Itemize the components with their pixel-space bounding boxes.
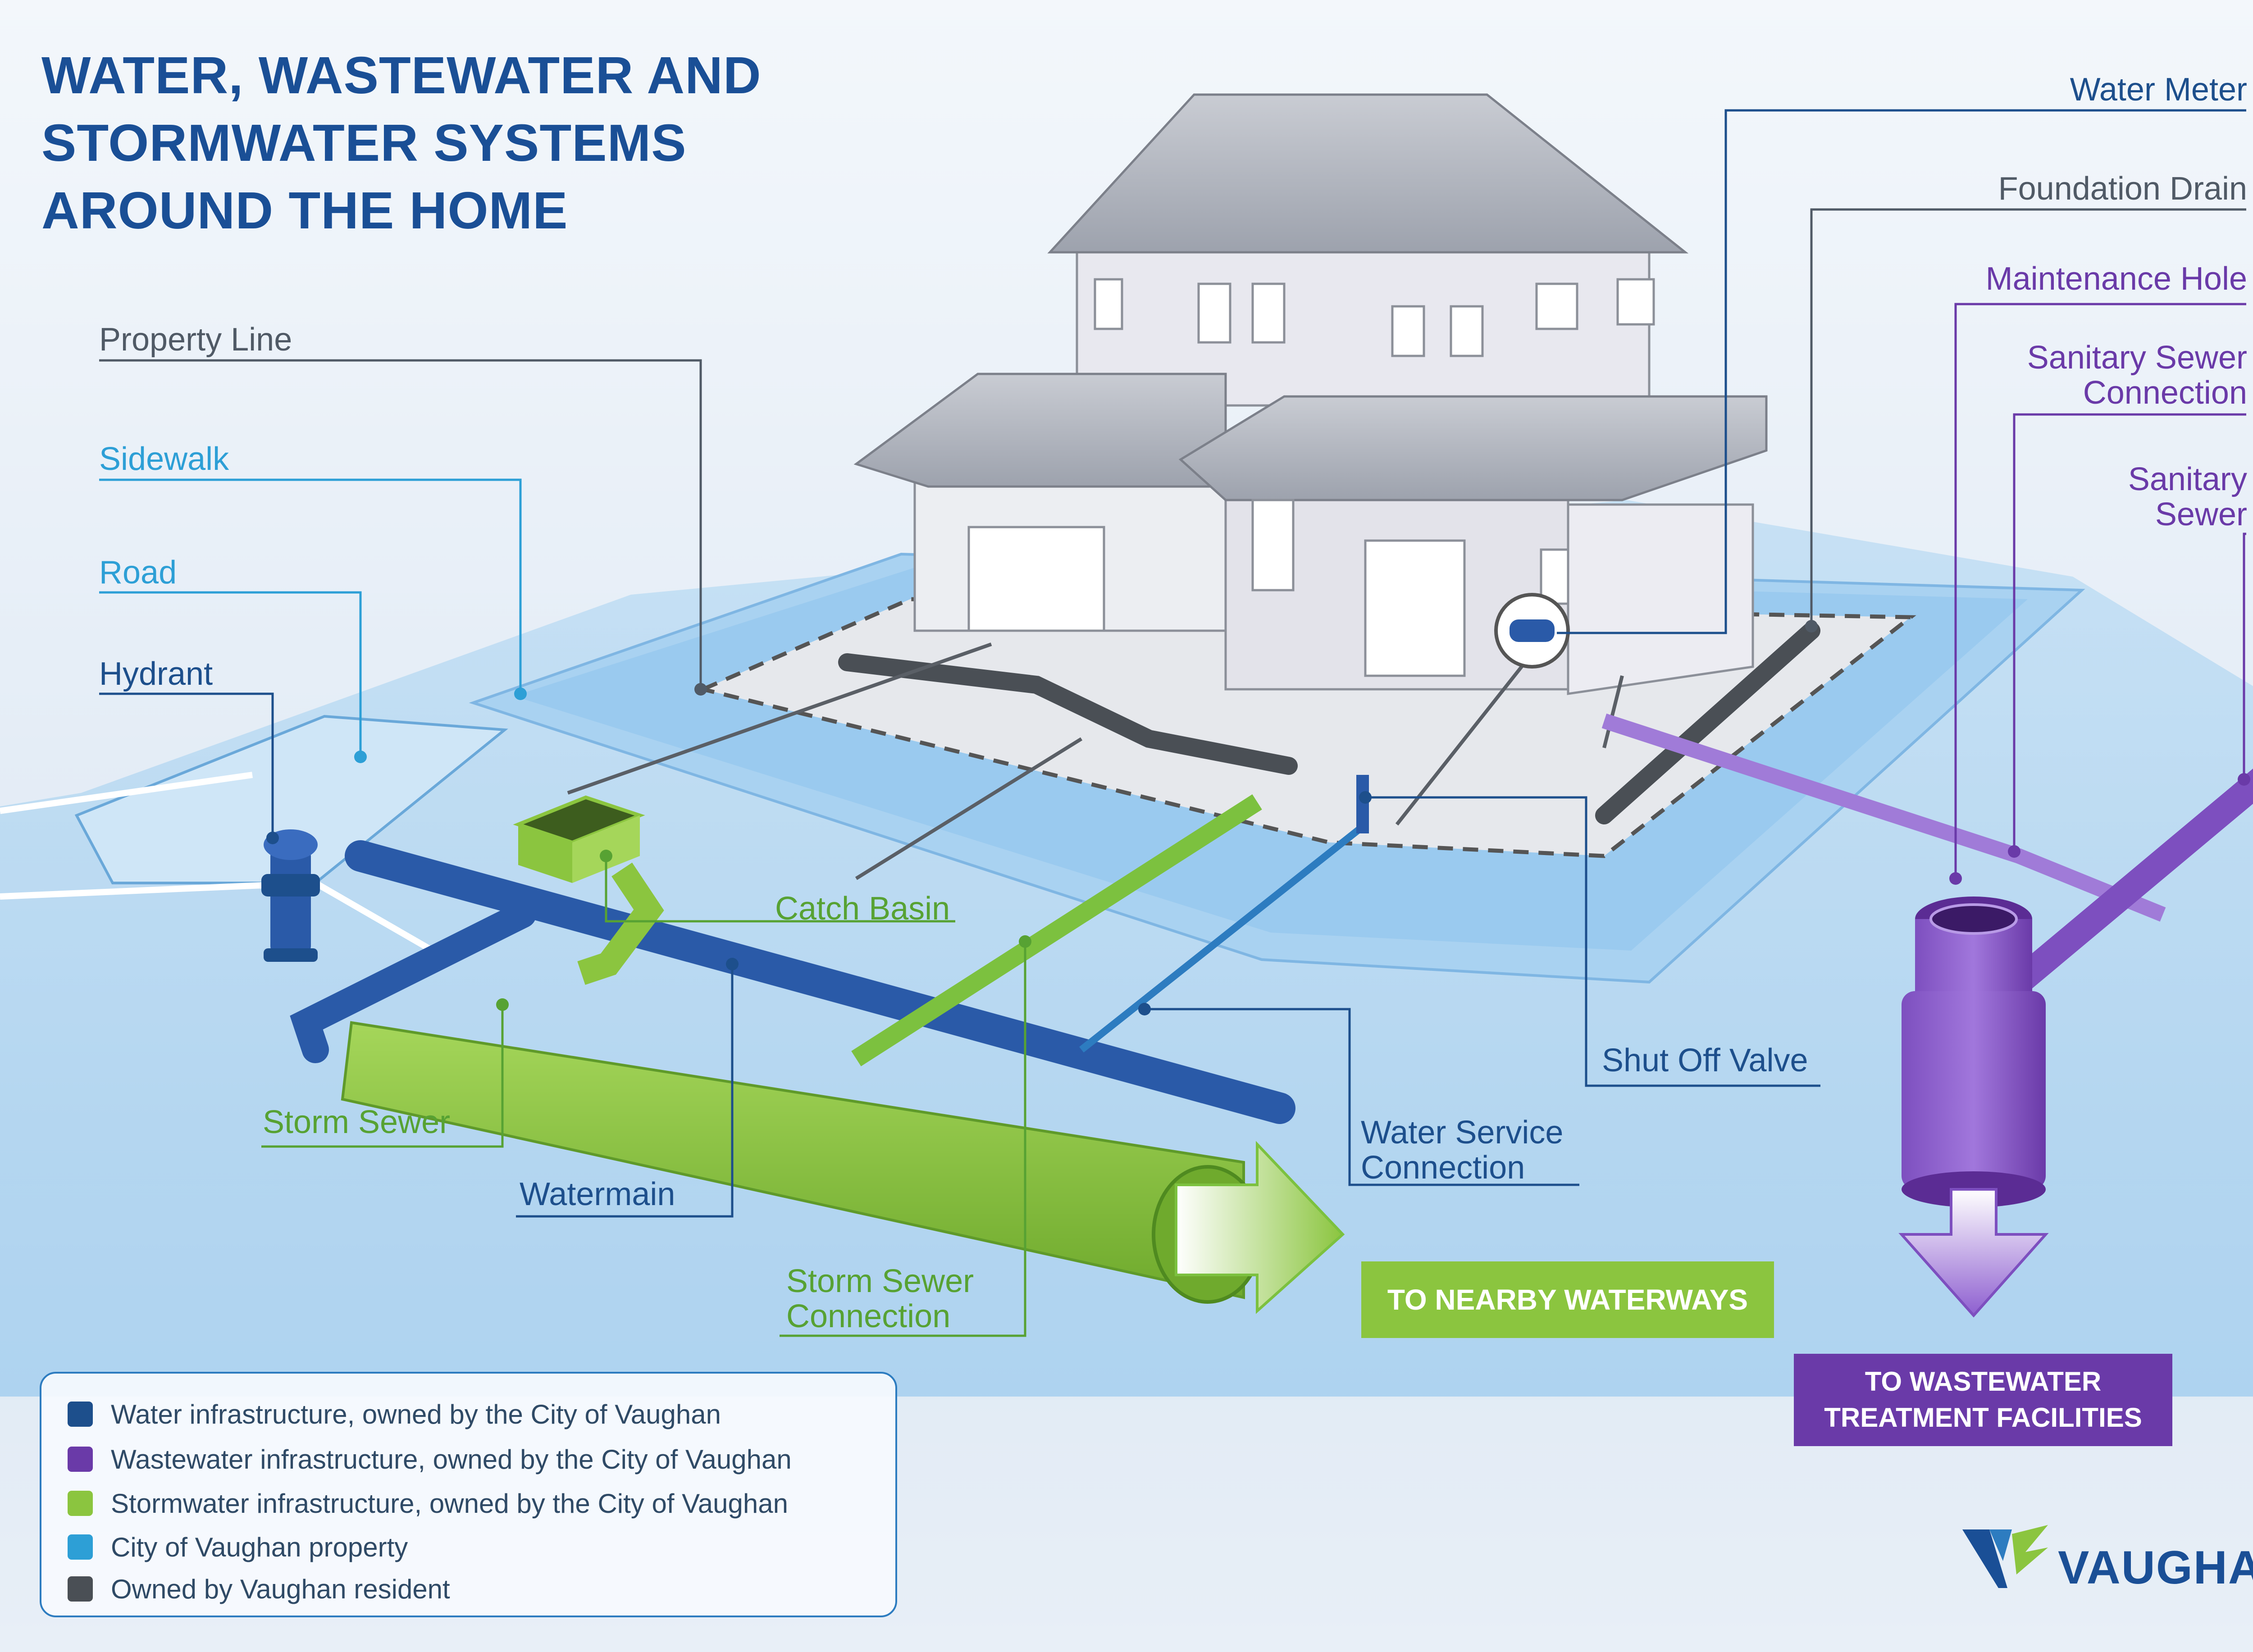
legend-swatch <box>68 1534 93 1560</box>
legend-item: Stormwater infrastructure, owned by the … <box>68 1485 788 1521</box>
title-line: WATER, WASTEWATER AND <box>41 46 762 105</box>
leader-watermain <box>516 964 734 1218</box>
label-maintenance-hole: Maintenance Hole <box>1985 261 2247 297</box>
label-shut-off-valve: Shut Off Valve <box>1602 1042 1808 1079</box>
sidewalk-slab <box>74 715 508 884</box>
window <box>1391 305 1425 357</box>
legend: Water infrastructure, owned by the City … <box>40 1372 897 1617</box>
leader-storm-sewer <box>261 1005 504 1148</box>
window <box>1251 499 1295 592</box>
foundation-drain <box>838 622 1820 824</box>
leader-dot <box>1019 935 1031 948</box>
window <box>1251 282 1286 344</box>
label-sanitary-sewer: Sanitary Sewer <box>2128 461 2247 532</box>
window <box>1094 278 1123 330</box>
watermain-pipe <box>345 840 1295 1124</box>
window <box>1535 282 1578 330</box>
leader-dot <box>2008 845 2020 858</box>
window <box>1616 278 1655 326</box>
banner-nearby-waterways: TO NEARBY WATERWAYS <box>1361 1261 1774 1338</box>
leader-hydrant <box>99 692 274 838</box>
leader-water-service <box>1145 1008 1579 1186</box>
leader-dot <box>514 687 527 700</box>
title-line: STORMWATER SYSTEMS <box>41 114 687 172</box>
storm-sewer-pipe <box>341 1021 1245 1299</box>
house <box>853 93 1768 695</box>
legend-item: Owned by Vaughan resident <box>68 1571 450 1607</box>
legend-swatch <box>68 1447 93 1472</box>
leader-dot <box>1359 791 1372 804</box>
vaughan-logo-icon <box>1962 1525 2048 1588</box>
label-road: Road <box>99 555 177 591</box>
label-water-service-connection: Water Service Connection <box>1361 1115 1564 1186</box>
hydrant <box>261 829 320 962</box>
legend-item: Water infrastructure, owned by the City … <box>68 1396 721 1432</box>
leader-water-meter <box>1557 109 2246 634</box>
catch-basin-lead <box>577 862 664 985</box>
leader-dot <box>694 683 707 696</box>
water-service-connection-pipe <box>1079 821 1368 1053</box>
lower-roof-right <box>1178 395 1768 501</box>
water-feed-to-hydrant <box>290 901 536 1063</box>
upper-roof <box>1047 93 1689 254</box>
legend-swatch <box>68 1576 93 1602</box>
leader-dot <box>1805 620 1818 633</box>
window <box>1197 282 1231 344</box>
leader-sanitary-sewer <box>2243 532 2246 779</box>
leader-road <box>99 591 362 757</box>
legend-swatch <box>68 1491 93 1516</box>
leader-maintenance-hole <box>1954 303 2246 878</box>
banner-wastewater-treatment: TO WASTEWATER TREATMENT FACILITIES <box>1794 1354 2172 1446</box>
label-storm-sewer-connection: Storm Sewer Connection <box>786 1263 974 1334</box>
leader-dot <box>354 751 367 763</box>
maintenance-hole <box>1902 897 2046 1207</box>
leader-storm-connection <box>780 942 1026 1337</box>
label-water-meter: Water Meter <box>2070 72 2247 108</box>
leader-property-line <box>99 359 702 689</box>
label-hydrant: Hydrant <box>99 656 213 692</box>
logo-text: VAUGHAN <box>2058 1542 2253 1594</box>
leader-shut-off-valve <box>1365 796 1820 1087</box>
page-title: WATER, WASTEWATER AND STORMWATER SYSTEMS… <box>41 41 762 244</box>
label-storm-sewer: Storm Sewer <box>263 1104 451 1140</box>
legend-swatch <box>68 1402 93 1427</box>
leader-catch-basin <box>605 856 955 923</box>
wastewater-arrow <box>1898 1188 2049 1318</box>
catch-basin <box>513 795 645 883</box>
label-watermain: Watermain <box>520 1176 675 1212</box>
title-line: AROUND THE HOME <box>41 181 568 240</box>
label-sanitary-sewer-connection: Sanitary Sewer Connection <box>2027 340 2247 411</box>
front-door <box>1364 539 1466 677</box>
leader-sidewalk <box>99 478 522 694</box>
label-catch-basin: Catch Basin <box>775 891 950 927</box>
leader-dot <box>600 850 612 862</box>
label-property-line: Property Line <box>99 322 292 358</box>
legend-item: Wastewater infrastructure, owned by the … <box>68 1441 792 1477</box>
legend-item: City of Vaughan property <box>68 1529 408 1565</box>
label-foundation-drain: Foundation Drain <box>1998 171 2247 207</box>
label-sidewalk: Sidewalk <box>99 441 229 477</box>
leader-dot <box>496 998 509 1011</box>
water-meter <box>1510 619 1555 642</box>
leader-sanitary-connection <box>2013 413 2246 851</box>
garage-door <box>967 526 1105 632</box>
leader-foundation-drain <box>1810 208 2246 626</box>
leader-dot <box>266 832 279 844</box>
waterways-arrow <box>1175 1141 1345 1314</box>
window <box>1450 305 1484 357</box>
vaughan-logo: VAUGHAN <box>1958 1520 2253 1597</box>
leader-dot <box>1138 1003 1151 1015</box>
leader-dot <box>1949 872 1962 885</box>
shut-off-valve <box>1356 775 1369 833</box>
lower-roof-left <box>853 373 1227 488</box>
storm-sewer-connection-pipe <box>851 794 1262 1066</box>
sanitary-sewer-pipe <box>2005 768 2253 996</box>
leader-dot <box>726 958 739 970</box>
leader-dot <box>2238 773 2250 786</box>
resident-service-lines <box>567 629 1624 880</box>
